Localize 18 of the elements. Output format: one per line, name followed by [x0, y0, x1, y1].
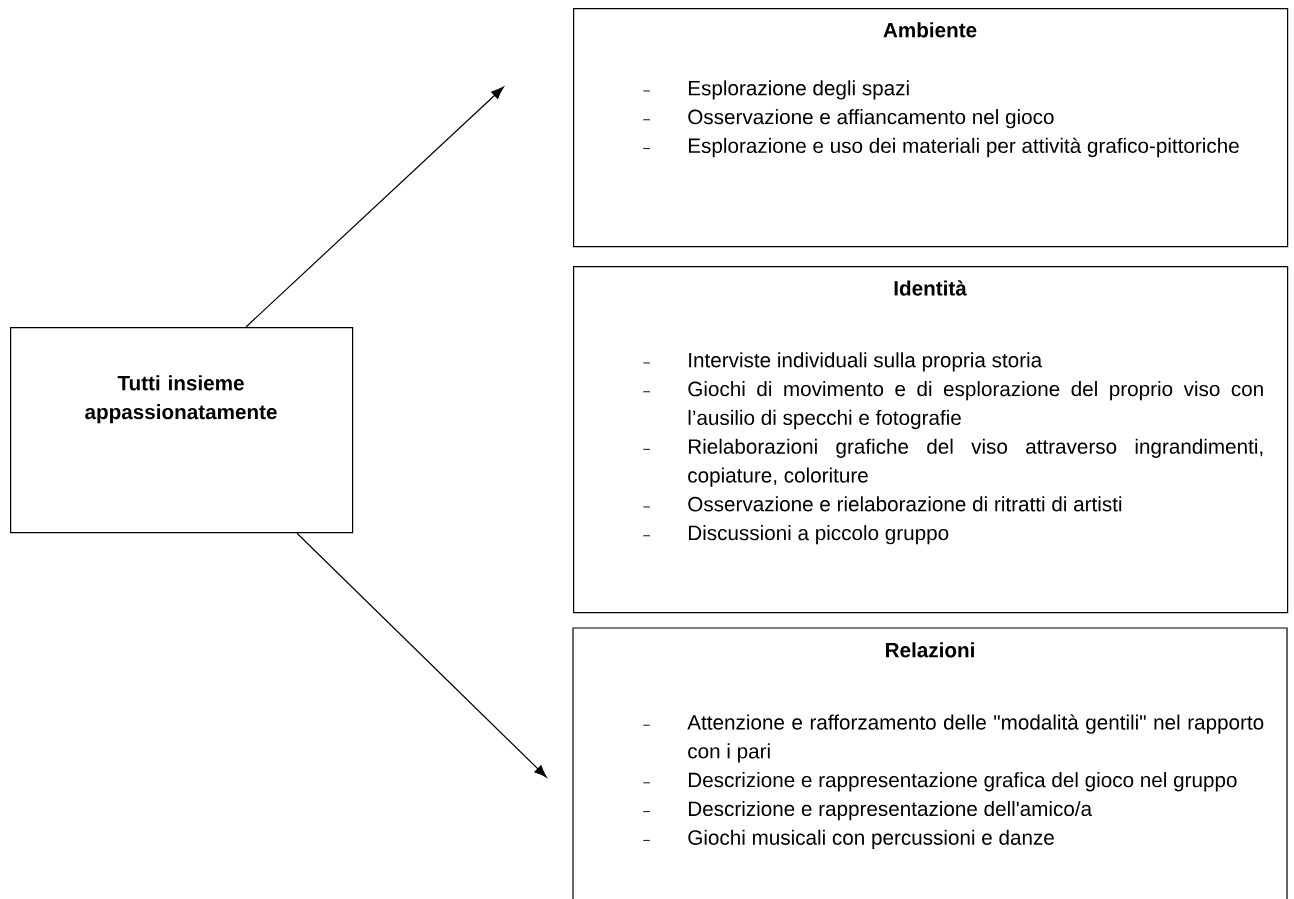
bullet-item: Descrizione e rappresentazione dell'amico/a: [642, 800, 1093, 821]
bullet-item: Osservazione e rielaborazione di ritratti di artisti: [642, 496, 1122, 512]
bullet-item: Descrizione e rappresentazione grafica del gioco nel gruppo: [642, 772, 1237, 792]
arrow: [245, 86, 504, 328]
arrow: [296, 532, 547, 778]
bullet-item: Esplorazione e uso dei materiali per attività grafico-pittoriche: [642, 137, 1239, 158]
bullet-item: Esplorazione degli spazi: [642, 80, 909, 100]
topic-box: Identità Interviste individuali sulla propria storia Giochi di movimento e di esplorazione del proprio viso con l’ausilio di specchi e fotografie Rielaborazioni grafiche del viso attraverso ingrandimenti, copiature, coloriture Osservazione e rielaborazione di ritratti di artisti Discussioni a piccolo gruppo: [573, 266, 1289, 614]
bullet-item: Rielaborazioni grafiche del viso attraverso ingrandimenti, copiature, coloriture: [642, 438, 1263, 487]
bullet-item: Giochi di movimento e di esplorazione del proprio viso con l’ausilio di specchi e fotografie: [642, 381, 1263, 430]
topic-box: Ambiente Esplorazione degli spazi Osservazione e affiancamento nel gioco Esplorazione e uso dei materiali per attività grafico-pittoriche: [573, 8, 1289, 248]
bullet-item: Discussioni a piccolo gruppo: [642, 525, 949, 545]
topic-box: Relazioni Attenzione e rafforzamento delle "modalità gentili" nel rapporto con i pari Descrizione e rappresentazione grafica del gioco nel gruppo Descrizione e rappresentazione dell'amico/a Giochi musicali con percussioni e danze: [572, 627, 1288, 899]
bullet-item: Interviste individuali sulla propria storia: [642, 352, 1043, 372]
topic-box: Tutti insieme appassionatamente: [10, 327, 354, 534]
bullet-item: Giochi musicali con percussioni e danze: [642, 829, 1054, 849]
bullet-item: Osservazione e affiancamento nel gioco: [642, 109, 1054, 129]
bullet-item: Attenzione e rafforzamento delle "modalità gentili" nel rapporto con i pari: [642, 714, 1264, 763]
